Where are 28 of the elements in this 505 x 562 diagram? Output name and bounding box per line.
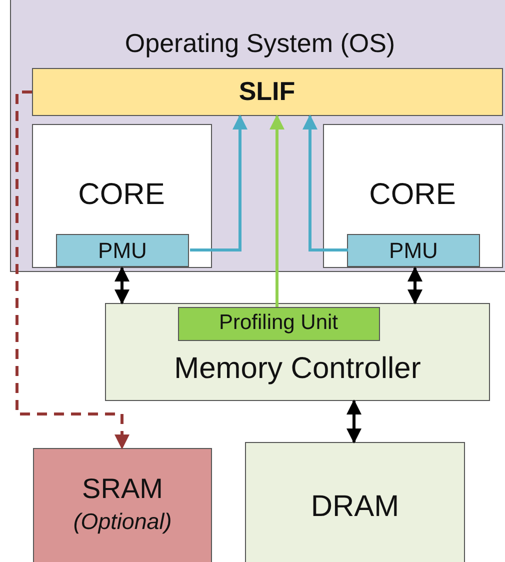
arrow (114, 266, 130, 304)
operating-system-panel (10, 0, 505, 272)
node-label: CORE (78, 178, 165, 213)
arrow (408, 266, 422, 304)
core-box (32, 124, 212, 268)
node-note: (Optional) (73, 509, 172, 535)
pmu-box (56, 234, 189, 267)
arrow (16, 90, 130, 450)
dram-box (245, 442, 465, 562)
memory-controller-box (105, 303, 490, 401)
arrow (302, 114, 348, 252)
node-label: DRAM (310, 490, 400, 524)
node-label: Operating System (OS) (124, 29, 396, 59)
profiling-unit-box (178, 306, 380, 340)
node-label: SRAM (82, 473, 163, 506)
slif-bar (32, 68, 502, 116)
node-label: PMU (389, 238, 438, 264)
pmu-box (347, 234, 480, 267)
arrow (346, 400, 362, 444)
node-label: SLIF (238, 76, 296, 106)
node-label: Profiling Unit (218, 311, 338, 336)
node-label: CORE (369, 178, 456, 213)
arrow (190, 114, 248, 252)
node-label: PMU (98, 238, 147, 264)
sram-box (33, 448, 212, 562)
core-box (322, 124, 502, 268)
node-label: Memory Controller (174, 352, 421, 386)
arrow (270, 114, 284, 307)
